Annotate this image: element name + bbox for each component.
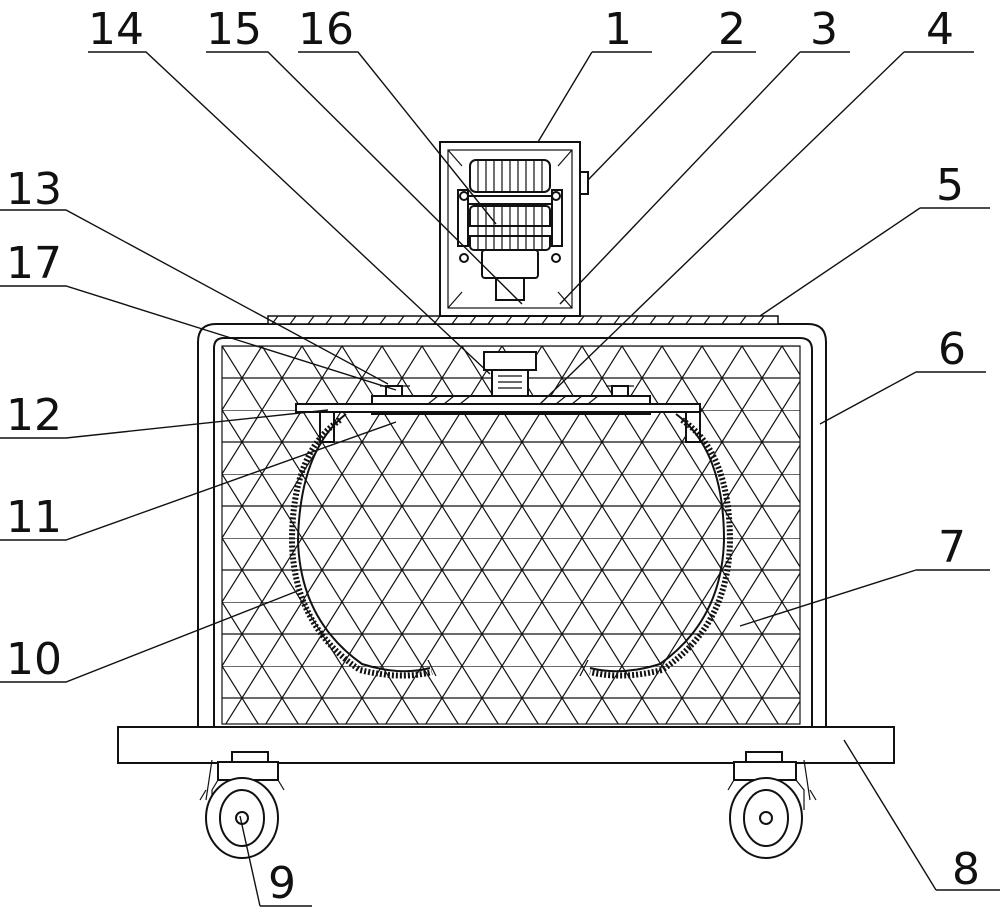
left-caster — [199, 751, 285, 859]
leader-lines — [0, 51, 1000, 907]
callout-1: 1 — [604, 4, 632, 55]
callout-6: 6 — [938, 324, 966, 375]
barrel — [288, 413, 734, 679]
callout-4: 4 — [926, 4, 954, 55]
callout-17: 17 — [6, 238, 62, 289]
callout-7: 7 — [938, 522, 966, 573]
callout-3: 3 — [810, 4, 838, 55]
callout-14: 14 — [88, 4, 144, 55]
callout-2: 2 — [718, 4, 746, 55]
callout-13: 13 — [6, 164, 62, 215]
callout-15: 15 — [206, 4, 262, 55]
callout-8: 8 — [952, 844, 980, 895]
callout-10: 10 — [6, 634, 62, 685]
callout-9: 9 — [268, 858, 296, 909]
callout-12: 12 — [6, 390, 62, 441]
right-caster — [727, 751, 817, 859]
callout-11: 11 — [6, 492, 62, 543]
callout-5: 5 — [936, 160, 964, 211]
callout-16: 16 — [298, 4, 354, 55]
top-plate — [267, 315, 779, 325]
callout-labels: 1 2 3 4 5 6 7 8 9 10 11 12 13 17 14 15 1… — [6, 4, 980, 909]
coupling — [483, 351, 537, 399]
clamp-assembly — [295, 385, 701, 443]
